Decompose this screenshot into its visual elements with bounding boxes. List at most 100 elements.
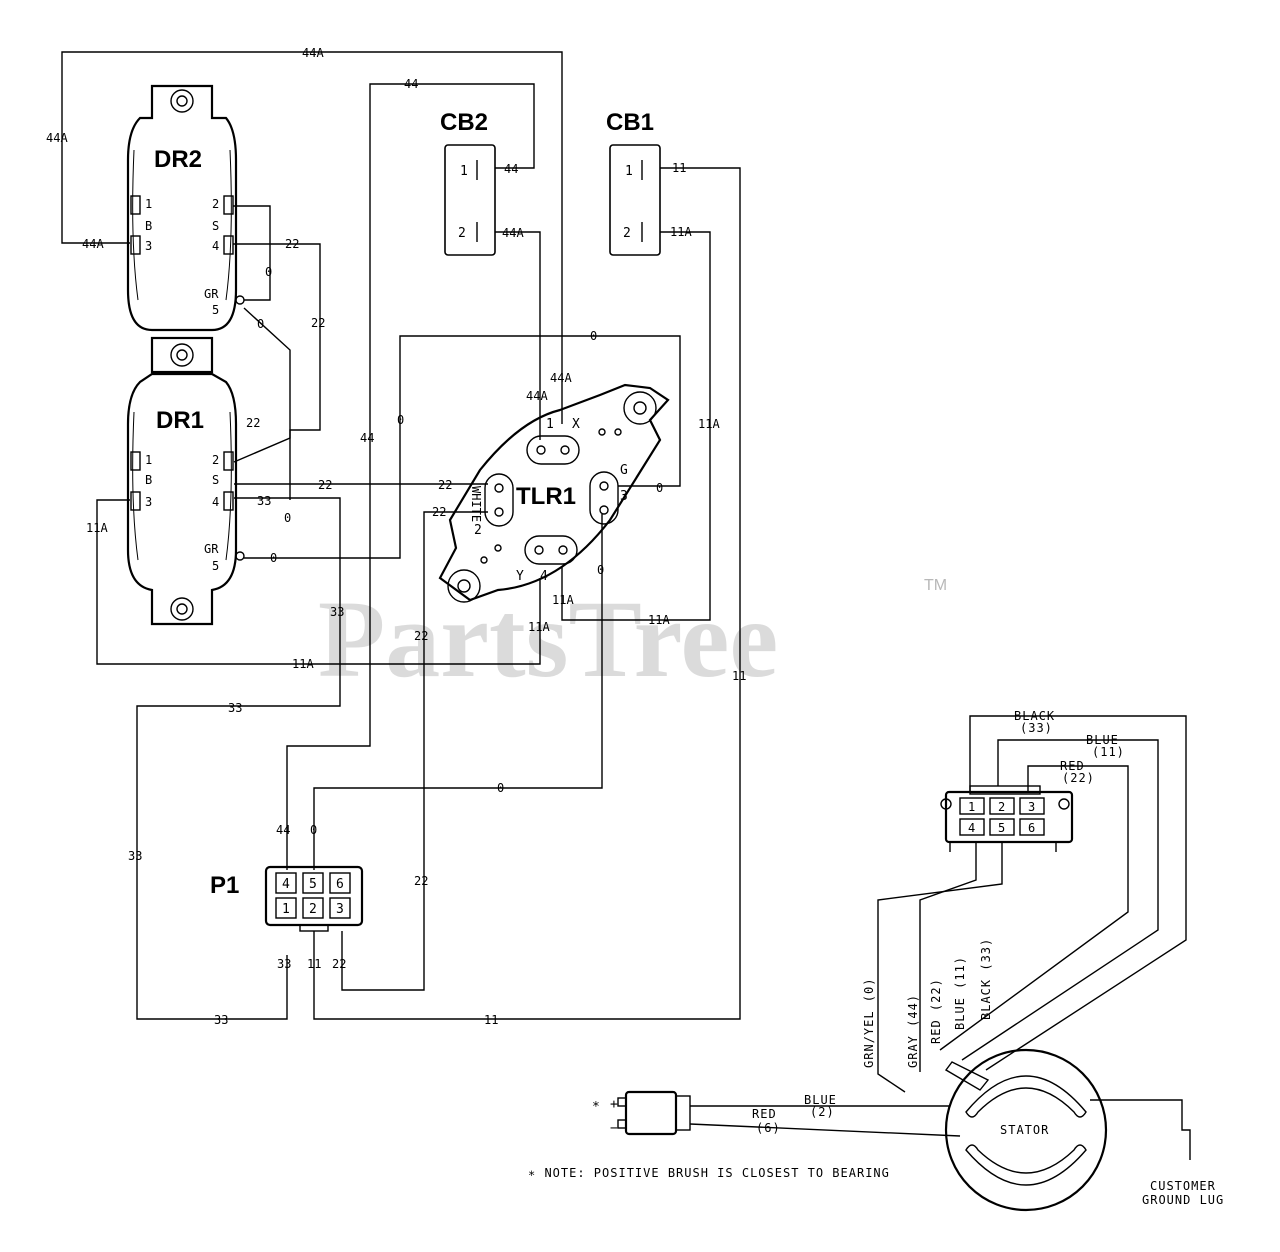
svg-text:0: 0 bbox=[497, 781, 504, 795]
svg-text:11A: 11A bbox=[292, 657, 314, 671]
svg-text:0: 0 bbox=[270, 551, 277, 565]
svg-text:(33): (33) bbox=[1020, 721, 1053, 735]
svg-text:1: 1 bbox=[968, 800, 975, 814]
cb1-breaker: CB1 1 2 bbox=[606, 109, 661, 256]
svg-text:44: 44 bbox=[360, 431, 374, 445]
svg-text:4: 4 bbox=[212, 495, 219, 509]
svg-text:0: 0 bbox=[590, 329, 597, 343]
svg-text:GROUND LUG: GROUND LUG bbox=[1142, 1193, 1224, 1207]
svg-text:22: 22 bbox=[285, 237, 299, 251]
svg-text:3: 3 bbox=[620, 489, 628, 504]
svg-text:BLUE (11): BLUE (11) bbox=[953, 956, 967, 1030]
svg-text:11A: 11A bbox=[648, 613, 670, 627]
dr1-label: DR1 bbox=[156, 407, 204, 434]
svg-text:G: G bbox=[620, 463, 628, 478]
svg-text:22: 22 bbox=[332, 957, 346, 971]
svg-text:5: 5 bbox=[212, 303, 219, 317]
svg-text:5: 5 bbox=[309, 877, 317, 892]
svg-text:BLUE: BLUE bbox=[804, 1093, 837, 1107]
svg-text:6: 6 bbox=[1028, 821, 1035, 835]
svg-text:44A: 44A bbox=[302, 46, 324, 60]
svg-text:6: 6 bbox=[336, 877, 344, 892]
svg-text:44: 44 bbox=[404, 77, 418, 91]
cb2-breaker: CB2 1 2 bbox=[440, 109, 496, 256]
svg-text:11: 11 bbox=[484, 1013, 498, 1027]
svg-text:33: 33 bbox=[330, 605, 344, 619]
svg-text:RED: RED bbox=[1060, 759, 1085, 773]
svg-text:11: 11 bbox=[307, 957, 321, 971]
svg-text:GR: GR bbox=[204, 287, 219, 301]
svg-text:2: 2 bbox=[309, 902, 317, 917]
svg-text:(11): (11) bbox=[1092, 745, 1125, 759]
dr2-module: DR2 1 B 3 2 S 4 GR 5 bbox=[126, 84, 245, 332]
svg-text:GR: GR bbox=[204, 542, 219, 556]
svg-text:3: 3 bbox=[145, 495, 152, 509]
svg-text:1: 1 bbox=[625, 164, 633, 179]
svg-text:CB2: CB2 bbox=[440, 109, 488, 136]
watermark: PartsTree bbox=[318, 578, 778, 700]
svg-text:11A: 11A bbox=[698, 417, 720, 431]
svg-text:22: 22 bbox=[414, 874, 428, 888]
svg-text:22: 22 bbox=[311, 316, 325, 330]
svg-text:3: 3 bbox=[145, 239, 152, 253]
p1-connector: P1 4 5 6 1 2 3 bbox=[210, 865, 364, 932]
svg-text:0: 0 bbox=[265, 265, 272, 279]
svg-text:22: 22 bbox=[318, 478, 332, 492]
svg-text:4: 4 bbox=[212, 239, 219, 253]
svg-text:(22): (22) bbox=[1062, 771, 1095, 785]
brush-holder: + − ∗ BLUE (2) RED (6) bbox=[592, 1090, 961, 1137]
svg-text:44A: 44A bbox=[550, 371, 572, 385]
svg-text:44: 44 bbox=[504, 162, 518, 176]
svg-text:1: 1 bbox=[282, 902, 290, 917]
svg-text:2: 2 bbox=[212, 197, 219, 211]
svg-text:(2): (2) bbox=[810, 1105, 835, 1119]
module-mount bbox=[150, 336, 214, 374]
svg-text:0: 0 bbox=[397, 413, 404, 427]
svg-text:2: 2 bbox=[212, 453, 219, 467]
svg-text:22: 22 bbox=[246, 416, 260, 430]
svg-text:33: 33 bbox=[128, 849, 142, 863]
svg-text:11A: 11A bbox=[552, 593, 574, 607]
svg-text:2: 2 bbox=[474, 523, 482, 538]
stator: STATOR CUSTOMER GROUND LUG bbox=[944, 1048, 1224, 1212]
stator-leads: BLACK (33) BLUE (11) RED (22) GRN/YEL (0… bbox=[862, 709, 1187, 1093]
svg-text:CUSTOMER: CUSTOMER bbox=[1150, 1179, 1216, 1193]
svg-text:0: 0 bbox=[656, 481, 663, 495]
dr1-module: DR1 1 B 3 2 S 4 GR 5 bbox=[126, 372, 245, 626]
svg-text:44: 44 bbox=[276, 823, 290, 837]
svg-text:33: 33 bbox=[214, 1013, 228, 1027]
svg-text:33: 33 bbox=[257, 494, 271, 508]
svg-text:GRAY (44): GRAY (44) bbox=[906, 994, 920, 1068]
svg-text:0: 0 bbox=[597, 563, 604, 577]
svg-text:44A: 44A bbox=[82, 237, 104, 251]
watermark-tm: TM bbox=[924, 577, 947, 594]
svg-text:0: 0 bbox=[257, 317, 264, 331]
svg-text:RED: RED bbox=[752, 1107, 777, 1121]
svg-text:STATOR: STATOR bbox=[1000, 1123, 1049, 1137]
svg-text:22: 22 bbox=[414, 629, 428, 643]
svg-text:RED (22): RED (22) bbox=[929, 978, 943, 1044]
svg-text:BLUE: BLUE bbox=[1086, 733, 1119, 747]
svg-text:0: 0 bbox=[310, 823, 317, 837]
svg-text:4: 4 bbox=[540, 569, 548, 584]
svg-text:S: S bbox=[212, 473, 219, 487]
svg-text:11A: 11A bbox=[86, 521, 108, 535]
dr2-label: DR2 bbox=[154, 146, 202, 173]
svg-text:B: B bbox=[145, 219, 152, 233]
svg-text:4: 4 bbox=[968, 821, 975, 835]
svg-text:44A: 44A bbox=[502, 226, 524, 240]
svg-text:WHITE: WHITE bbox=[469, 486, 483, 522]
svg-text:S: S bbox=[212, 219, 219, 233]
svg-text:1: 1 bbox=[145, 197, 152, 211]
svg-text:4: 4 bbox=[282, 877, 290, 892]
svg-text:11A: 11A bbox=[528, 620, 550, 634]
svg-text:2: 2 bbox=[998, 800, 1005, 814]
svg-text:11: 11 bbox=[672, 161, 686, 175]
svg-text:CB1: CB1 bbox=[606, 109, 654, 136]
note-text: ∗ NOTE: POSITIVE BRUSH IS CLOSEST TO BEA… bbox=[528, 1166, 890, 1180]
tlr1-label: TLR1 bbox=[516, 483, 576, 510]
svg-text:1: 1 bbox=[145, 453, 152, 467]
svg-text:22: 22 bbox=[432, 505, 446, 519]
svg-text:2: 2 bbox=[623, 226, 631, 241]
